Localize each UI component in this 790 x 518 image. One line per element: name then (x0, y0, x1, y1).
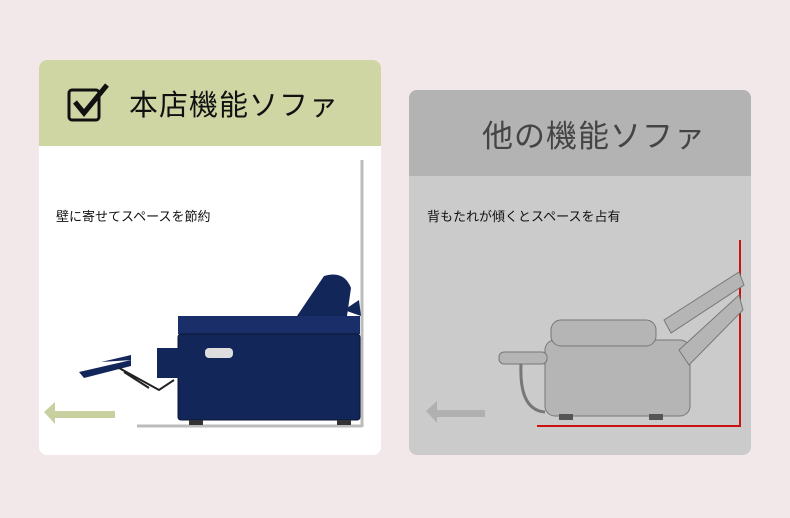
our-sofa-caption: 壁に寄せてスペースを節約 (56, 210, 211, 225)
checkbox-check-icon (67, 83, 109, 122)
other-sofa-card: 他の機能ソファ 背もたれが傾くとスペースを占有 (409, 90, 751, 455)
our-sofa-card: 本店機能ソファ 壁に寄せてスペースを節約 (39, 60, 381, 455)
our-sofa-header: 本店機能ソファ (39, 60, 381, 146)
other-sofa-header: 他の機能ソファ (409, 90, 751, 176)
other-sofa-title: 他の機能ソファ (482, 118, 706, 155)
grey-recliner-illustration (426, 240, 745, 427)
our-sofa-title: 本店機能ソファ (129, 88, 340, 122)
navy-recliner-illustration (44, 160, 364, 428)
other-sofa-caption: 背もたれが傾くとスペースを占有 (427, 210, 621, 225)
